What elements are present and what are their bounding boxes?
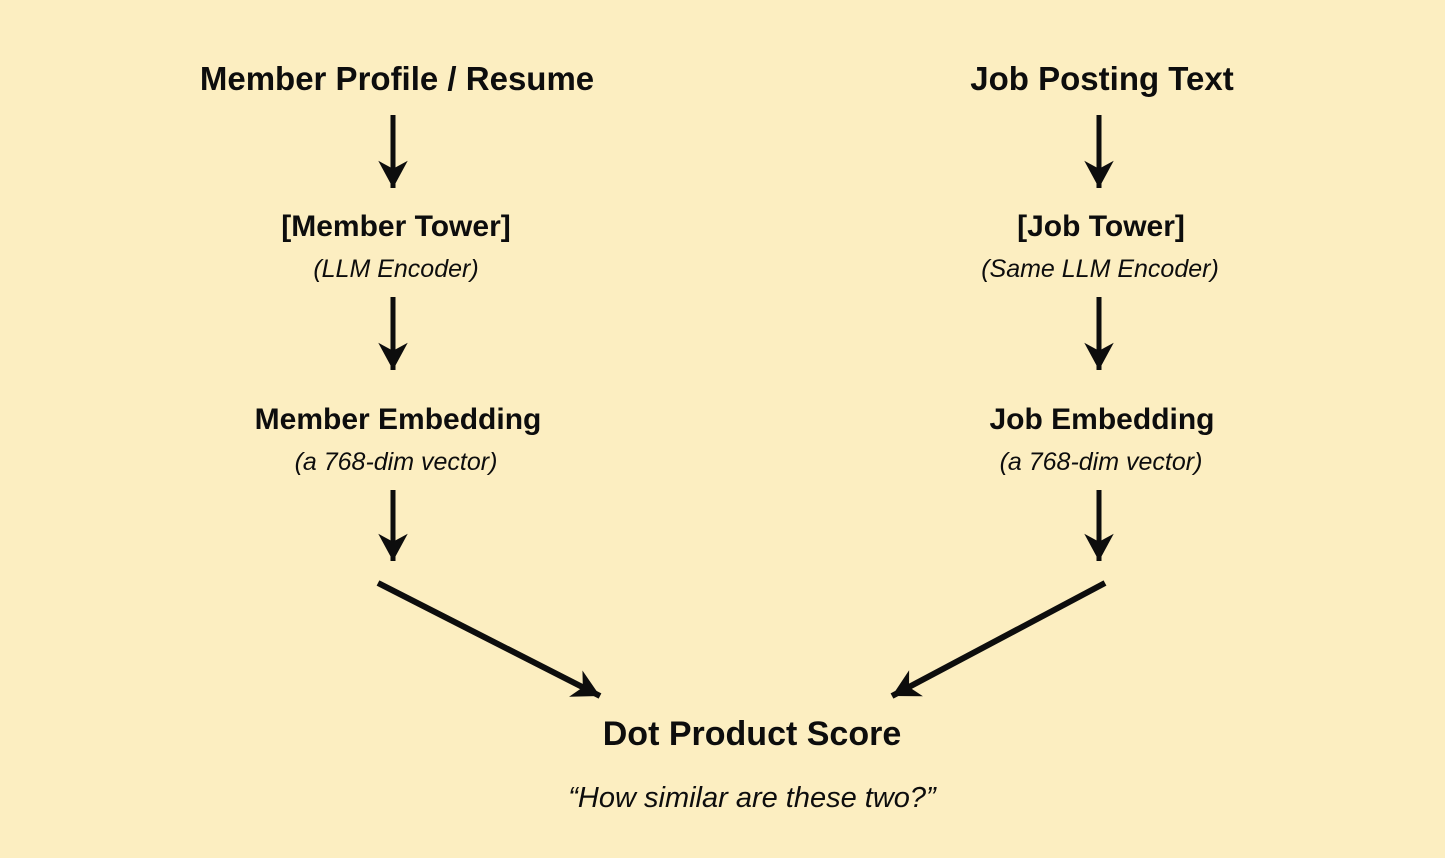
member-embedding-to-score-arrow xyxy=(376,580,602,699)
job-input-label: Job Posting Text xyxy=(970,60,1234,97)
job-tower-sublabel: (Same LLM Encoder) xyxy=(981,255,1219,283)
job-embedding-label: Job Embedding xyxy=(989,403,1215,436)
member-embedding-label: Member Embedding xyxy=(254,403,542,436)
member-tower-sublabel: (LLM Encoder) xyxy=(313,255,479,283)
member-tower-label: [Member Tower] xyxy=(281,210,511,243)
member-embedding-sublabel: (a 768-dim vector) xyxy=(294,448,498,476)
member-input-label: Member Profile / Resume xyxy=(199,60,595,97)
job-tower-label: [Job Tower] xyxy=(1017,210,1185,243)
dot-product-score-sublabel: “How similar are these two?” xyxy=(568,782,936,814)
dot-product-score-label: Dot Product Score xyxy=(602,715,902,753)
job-embedding-sublabel: (a 768-dim vector) xyxy=(999,448,1203,476)
job-embedding-to-score-arrow xyxy=(890,580,1107,699)
